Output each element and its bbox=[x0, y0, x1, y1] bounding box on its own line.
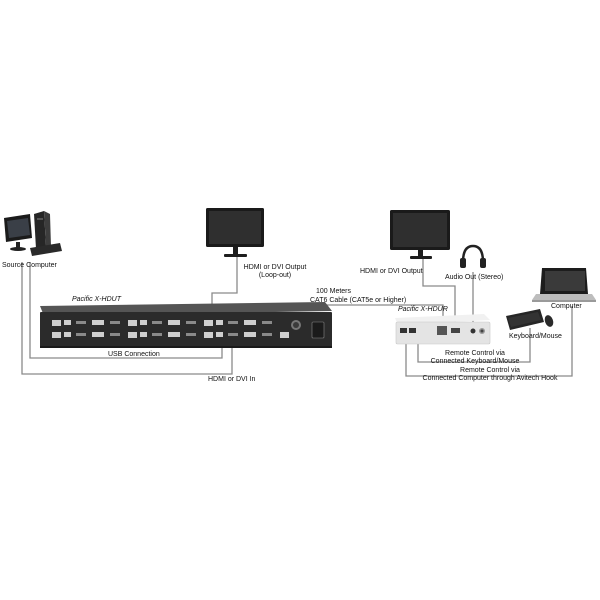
remote-hook-label: Remote Control via Connected Computer th… bbox=[420, 367, 560, 383]
remote-kbm-cable bbox=[417, 328, 531, 363]
remote-hook-label-line2: Connected Computer through Avitech Hook bbox=[422, 375, 558, 382]
laptop-icon bbox=[532, 268, 596, 302]
monitor-output-right-icon bbox=[390, 210, 450, 259]
distance-label: 100 Meters bbox=[316, 288, 352, 295]
receiver-name: Pacific X-HDUR bbox=[398, 306, 448, 313]
source-computer-label: Source Computer bbox=[2, 262, 57, 269]
remote-kbm-label-line2: Connected Keyboard/Mouse bbox=[430, 358, 520, 365]
loop-out-label-line2: (Loop-out) bbox=[258, 272, 292, 279]
transmitter-unit bbox=[40, 302, 332, 348]
hdmi-in-cable bbox=[21, 262, 233, 375]
transmitter-name: Pacific X-HDUT bbox=[72, 296, 122, 303]
source-computer-icon bbox=[4, 211, 62, 256]
remote-kbm-label: Remote Control via Connected Keyboard/Mo… bbox=[420, 350, 530, 366]
keyboard-mouse-label: Keyboard/Mouse bbox=[509, 333, 562, 340]
monitor-loop-out-icon bbox=[206, 208, 264, 257]
hdmi-output-right-label: HDMI or DVI Output bbox=[360, 268, 423, 275]
receiver-unit bbox=[395, 314, 491, 345]
headphones-icon bbox=[460, 244, 486, 268]
computer-label: Computer bbox=[551, 303, 582, 310]
remote-kbm-label-line1: Remote Control via bbox=[445, 350, 505, 357]
audio-out-label: Audio Out (Stereo) bbox=[445, 274, 504, 281]
keyboard-mouse-icon bbox=[506, 309, 554, 330]
usb-cable bbox=[29, 262, 223, 359]
loop-out-label: HDMI or DVI Output (Loop-out) bbox=[240, 264, 310, 280]
usb-connection-label: USB Connection bbox=[108, 351, 160, 358]
hdmi-in-label: HDMI or DVI In bbox=[208, 376, 256, 383]
cable-label: CAT6 Cable (CAT5e or Higher) bbox=[310, 297, 407, 304]
loop-out-label-line1: HDMI or DVI Output bbox=[243, 264, 307, 271]
hdmi-out-right-cable bbox=[422, 258, 456, 322]
remote-hook-label-line1: Remote Control via bbox=[460, 367, 520, 374]
remote-hook-cable bbox=[405, 306, 573, 377]
